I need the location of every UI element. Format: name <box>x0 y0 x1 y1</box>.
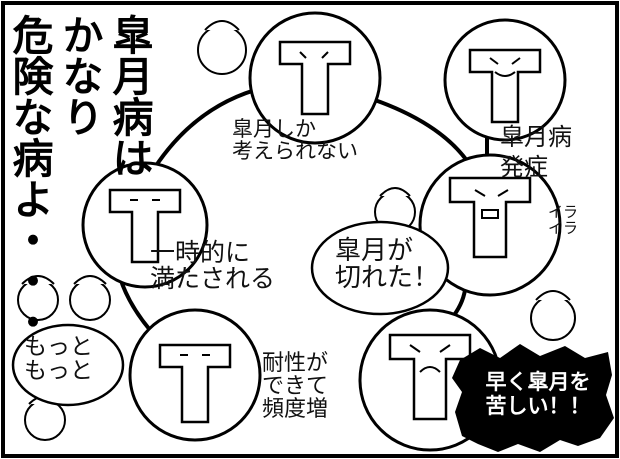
bubble-out-text: 皐月が 切れた！ <box>335 236 440 294</box>
face-bottom-right <box>388 333 472 421</box>
face-bottom-left <box>158 343 232 424</box>
step-top-label: 皐月しか 考えられない <box>232 117 358 164</box>
title-column-right: 皐月病は <box>105 14 153 178</box>
irritation-sfx: イラ イラ <box>548 203 579 237</box>
bubble-more-text: もっと もっと <box>24 334 93 385</box>
warning-burst-shape <box>452 344 614 452</box>
title-column-mid: かなり <box>55 14 103 137</box>
step-bottom-label: 耐性が できて 頻度増 <box>262 351 329 423</box>
face-top-right <box>468 48 542 124</box>
bubble-out-shape <box>310 220 450 316</box>
face-top <box>278 40 352 116</box>
bubble-more-shape <box>11 323 125 407</box>
warning-burst-text: 早く皐月を 苦しい！！ <box>485 370 591 419</box>
step-left-label: 一時的に 満たされる <box>150 238 276 294</box>
step-right-label: 皐月病 発症 <box>500 123 572 181</box>
face-left <box>108 188 182 264</box>
title-column-left: 危険な病よ・・・ <box>5 14 53 342</box>
arrow-left-top <box>148 88 256 177</box>
